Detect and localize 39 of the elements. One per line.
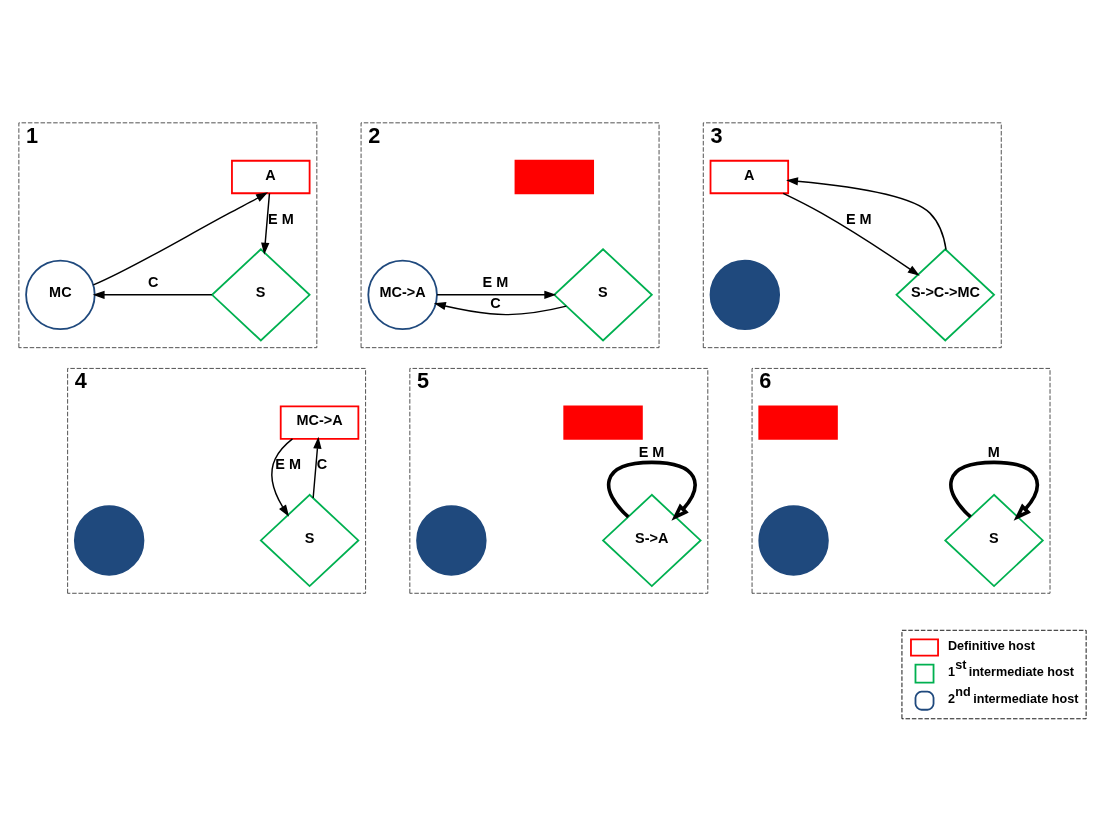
arrow — [436, 290, 557, 299]
node-circle — [758, 504, 829, 576]
arrow — [92, 290, 213, 299]
node-diamond: S — [943, 493, 1045, 587]
node-diamond: S — [553, 247, 654, 342]
arrow — [271, 437, 294, 517]
edge-label: E M — [268, 210, 294, 227]
node-circle: MC->A — [367, 259, 438, 330]
edge-label: E M — [638, 443, 665, 460]
arrow — [606, 460, 697, 521]
edge-label: C — [147, 273, 159, 290]
node-box — [563, 404, 643, 440]
node-circle — [416, 504, 487, 576]
node-circle — [709, 259, 781, 330]
edge-label: E M — [482, 273, 509, 290]
node-box: A — [709, 159, 790, 194]
node-box: A — [231, 159, 311, 194]
node-box — [758, 404, 838, 440]
arrow — [92, 191, 268, 286]
node-diamond: S->C->MC — [895, 247, 996, 342]
node-circle — [73, 504, 145, 576]
node-diamond: S->A — [601, 493, 702, 587]
arrow — [433, 301, 568, 315]
node-box: MC->A — [279, 404, 360, 440]
edge-label: E M — [275, 455, 301, 472]
node-circle: MC — [25, 259, 96, 330]
node-box — [514, 159, 595, 194]
arrow — [312, 436, 322, 499]
edge-label: M — [987, 443, 1000, 460]
node-diamond: S — [259, 493, 360, 587]
arrow — [261, 192, 271, 255]
arrow — [949, 460, 1039, 521]
arrow — [786, 176, 947, 250]
edge-label: C — [490, 294, 501, 311]
node-diamond: S — [210, 247, 311, 342]
arrow — [782, 192, 920, 276]
edge-label: C — [316, 455, 328, 472]
edge-label: E M — [845, 210, 872, 227]
legend-label: Definitive host — [947, 638, 1035, 653]
